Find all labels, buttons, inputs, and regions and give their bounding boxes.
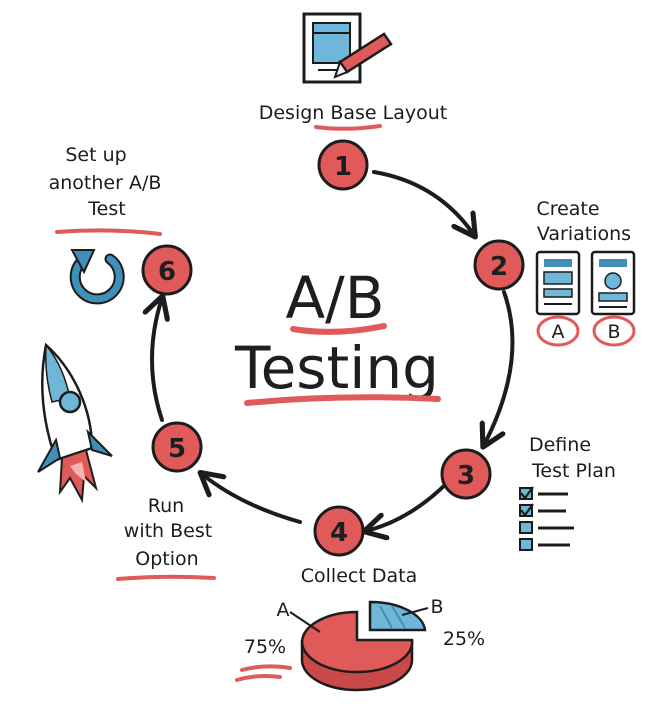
pie-a-label: A	[277, 599, 290, 621]
step-number: 2	[490, 252, 508, 282]
step-5-label-line1: Run	[148, 495, 184, 517]
arrow-1-to-2	[372, 170, 474, 235]
step-1-underline	[314, 124, 382, 131]
checklist-icon	[519, 486, 574, 551]
step-6-label-line3: Test	[87, 198, 125, 220]
step-4: 4	[313, 505, 365, 557]
pie-a-underline	[240, 664, 292, 672]
title-line1: A/B	[285, 264, 384, 332]
step-2: 2	[473, 239, 525, 291]
step-5: 5	[151, 421, 203, 473]
step-5-label-line2: with Best	[124, 520, 212, 542]
step-6: 6	[141, 244, 193, 296]
arrow-4-to-5	[202, 474, 302, 524]
step-number: 6	[158, 257, 176, 287]
step-number: 1	[334, 152, 352, 182]
title-underline-1	[290, 323, 387, 335]
variation-a-label: A	[552, 321, 565, 343]
pie-b-label: B	[430, 596, 443, 618]
variation-screens-icon	[535, 250, 636, 316]
step-6-label-line2: another A/B	[49, 172, 162, 194]
title-line2: Testing	[234, 334, 439, 402]
variation-a-badge: A	[536, 315, 580, 347]
rocket-icon	[37, 342, 113, 504]
pie-a-underline-2	[235, 674, 282, 682]
step-3-label-line1: Define	[529, 434, 591, 456]
pie-a-value: 75%	[244, 636, 286, 658]
step-2-label-line2: Variations	[537, 223, 631, 245]
step-2-label-line1: Create	[536, 198, 599, 220]
arrow-2-to-3	[484, 290, 515, 445]
step-5-label-line3: Option	[135, 548, 198, 570]
title-underline-2	[244, 394, 441, 406]
pie-b-value: 25%	[443, 628, 485, 650]
pie-b-leader	[401, 607, 429, 616]
step-1-label: Design Base Layout	[259, 102, 448, 124]
step-1: 1	[317, 139, 369, 191]
step-4-label: Collect Data	[301, 565, 417, 587]
cycle-arrows	[152, 170, 515, 531]
step-5-underline	[116, 574, 216, 581]
step-6-label-line1: Set up	[65, 144, 126, 166]
step-number: 3	[457, 461, 475, 491]
step-6-underline	[55, 228, 162, 236]
variation-b-label: B	[607, 321, 620, 343]
pie-a-leader	[289, 611, 321, 633]
variation-b-badge: B	[592, 315, 636, 347]
step-3: 3	[440, 448, 492, 500]
step-number: 4	[330, 518, 348, 548]
step-3-label-line2: Test Plan	[531, 460, 616, 482]
refresh-arrow-icon	[69, 249, 125, 305]
step-number: 5	[168, 434, 186, 464]
arrow-3-to-4	[366, 480, 450, 531]
center-title: A/B Testing	[234, 264, 441, 406]
pie-chart-icon	[300, 600, 427, 692]
layout-pencil-icon	[302, 12, 393, 84]
arrow-5-to-6	[152, 298, 162, 422]
